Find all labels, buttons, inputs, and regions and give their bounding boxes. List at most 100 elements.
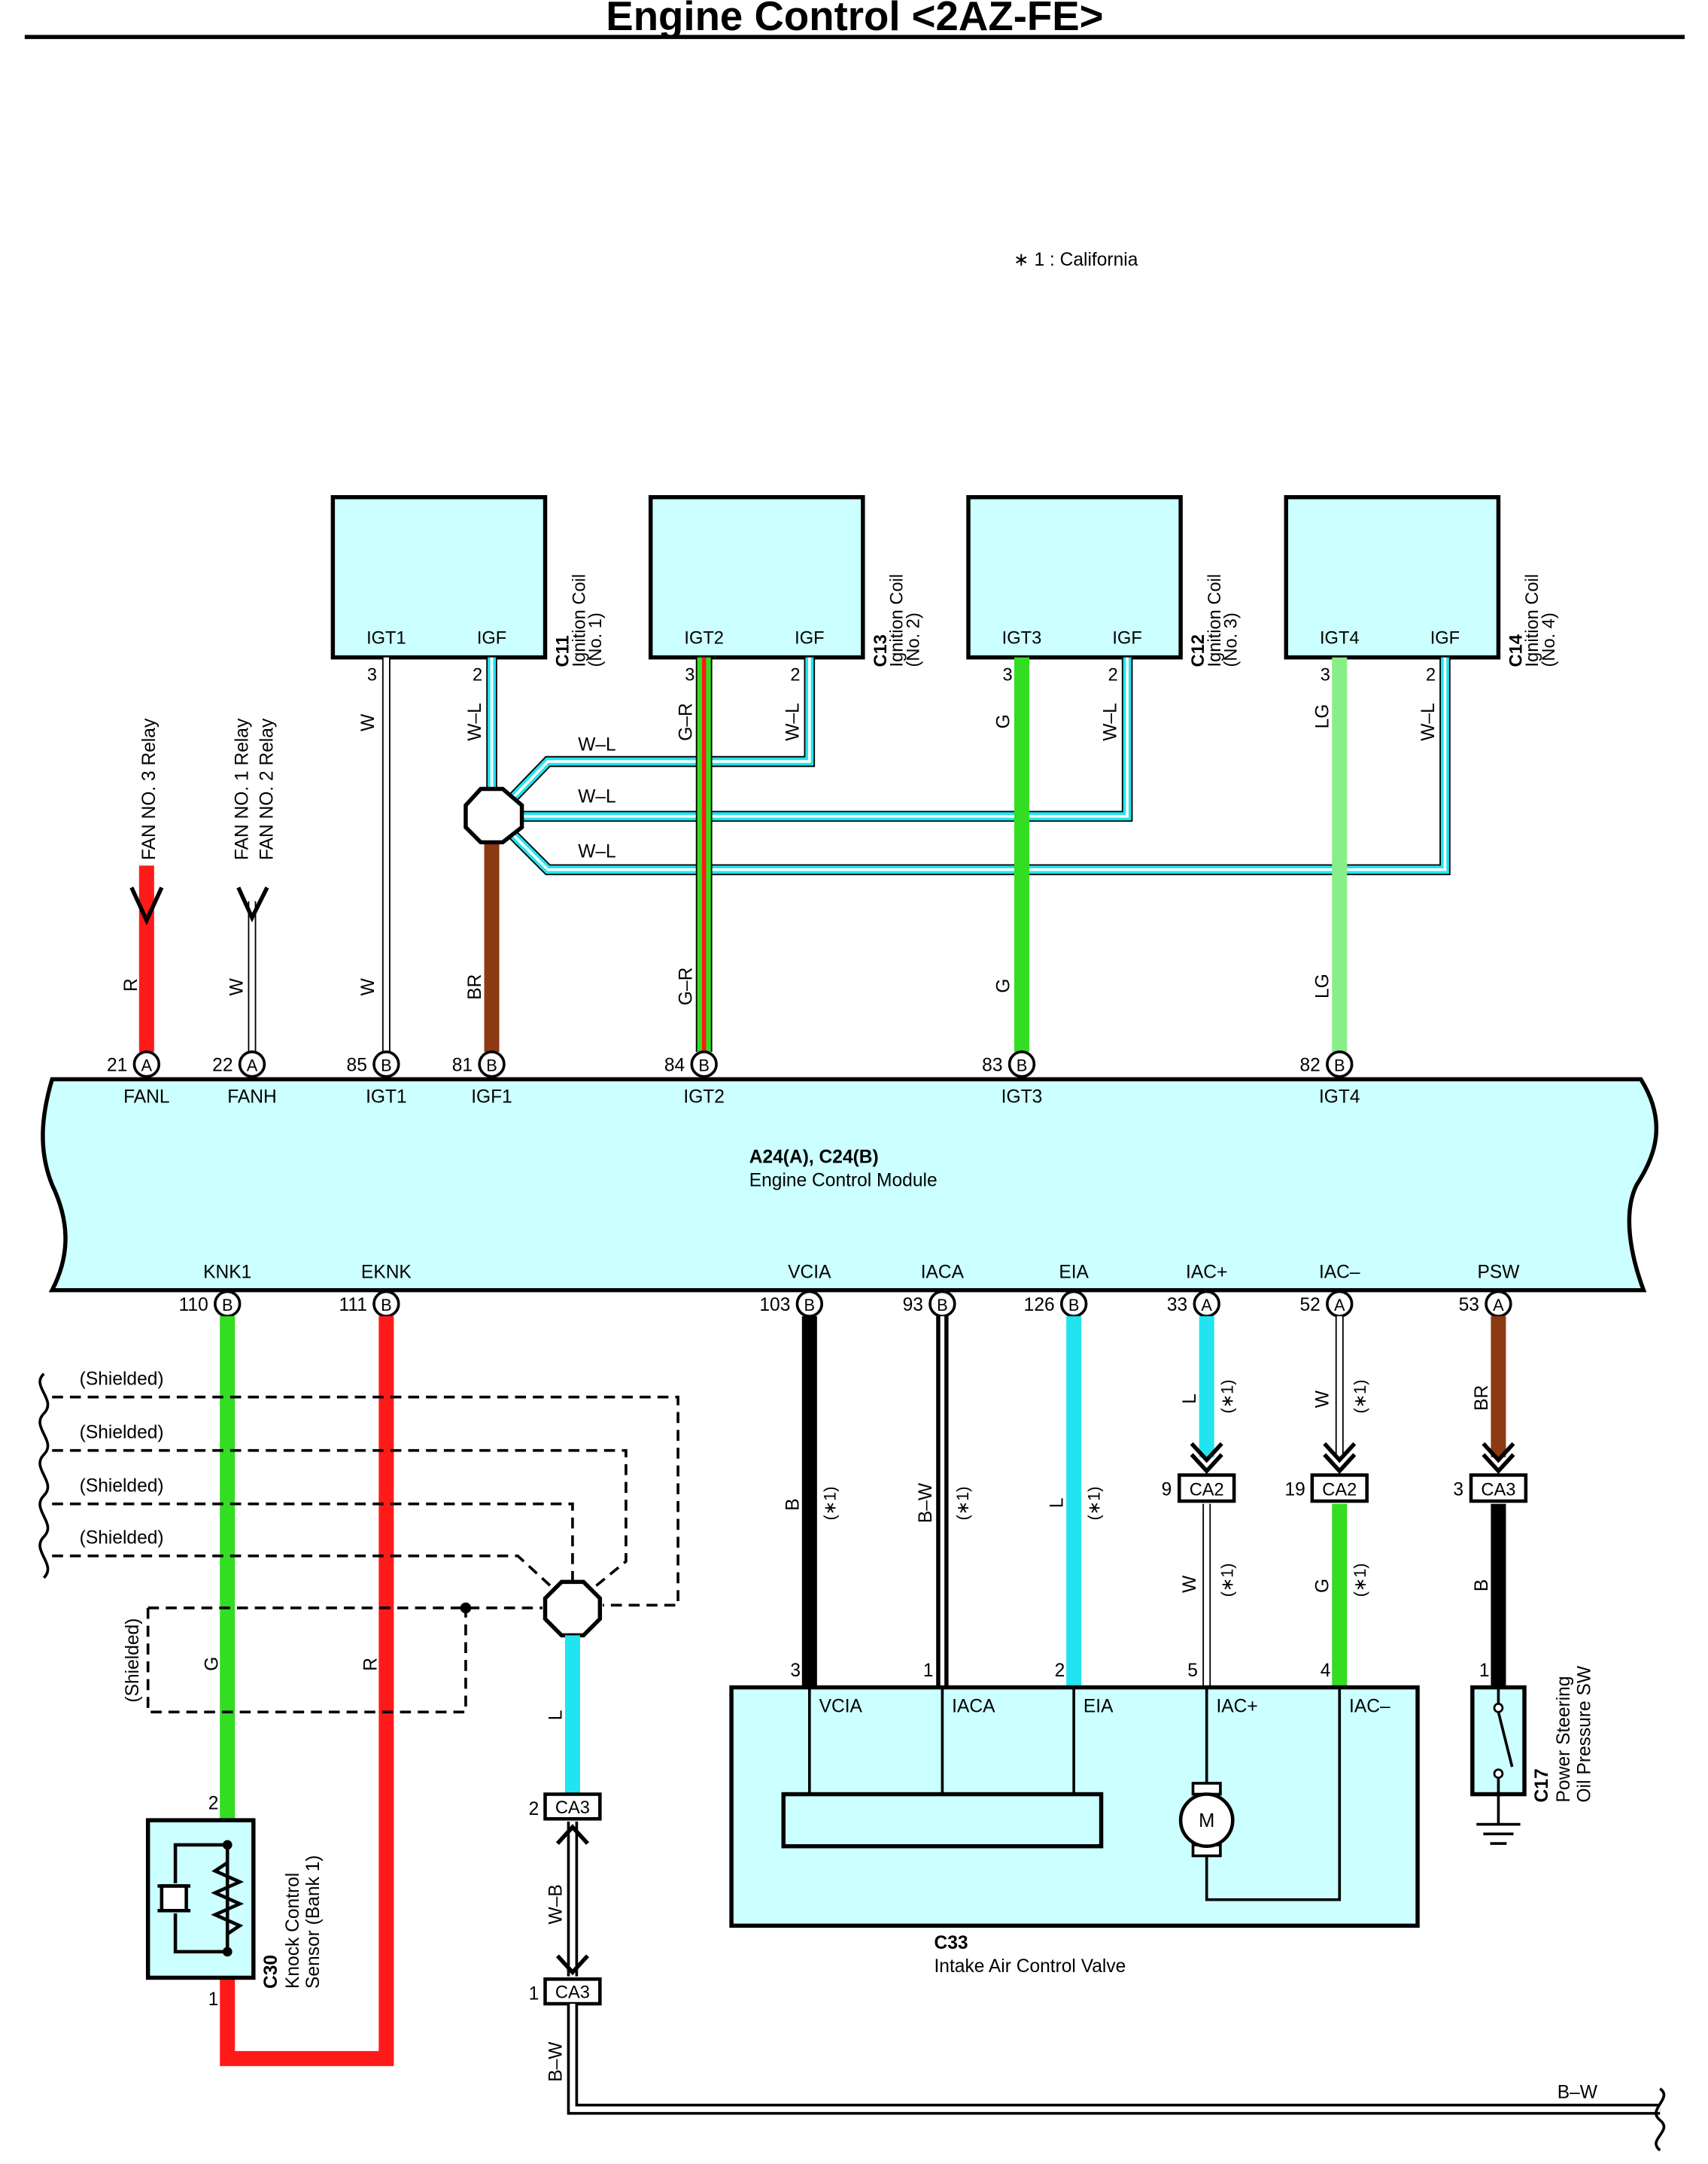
ecm-pin-igt2: B 84 IGT2 bbox=[664, 1050, 725, 1107]
wc-igt1-bottom: W bbox=[358, 977, 378, 995]
ecm-id: A24(A), C24(B) bbox=[749, 1147, 879, 1167]
coil1-pin3: 3 bbox=[367, 666, 377, 685]
ecm-pin-iac-plus: IAC+ A 33 bbox=[1167, 1262, 1227, 1318]
wc-igt1-top: W bbox=[358, 713, 378, 731]
coil1-pin-igt: IGT1 bbox=[366, 629, 406, 649]
coil1-pin2: 2 bbox=[473, 666, 482, 685]
coil1-name: Ignition Coil bbox=[570, 574, 589, 667]
wc-igt4-top: LG bbox=[1313, 704, 1333, 729]
ps-switch-pin-1: 1 bbox=[1479, 1661, 1490, 1681]
svg-text:B: B bbox=[486, 1056, 497, 1074]
iacv-num-1: 1 bbox=[923, 1661, 934, 1681]
shield-label-2: (Shielded) bbox=[80, 1422, 164, 1442]
knock-pin-2: 2 bbox=[208, 1794, 219, 1814]
svg-text:A: A bbox=[1201, 1296, 1212, 1315]
wc-wl-1: W–L bbox=[578, 734, 616, 755]
svg-text:IGT2: IGT2 bbox=[683, 1087, 725, 1107]
wc-bw-right: B–W bbox=[1558, 2083, 1598, 2103]
connector-ca2-9: CA2 9 bbox=[1162, 1473, 1236, 1503]
svg-text:IGT4: IGT4 bbox=[1319, 1087, 1360, 1107]
svg-text:B: B bbox=[1017, 1056, 1028, 1074]
ecm-bottom-pins: KNK1 B 110 EKNK B 111 VCIA B 103 IACA B … bbox=[179, 1262, 1520, 1318]
wire-bw-ground bbox=[567, 2004, 1666, 2152]
shield-junction-dot bbox=[460, 1602, 472, 1614]
svg-text:EKNK: EKNK bbox=[361, 1262, 412, 1282]
shield-label-3: (Shielded) bbox=[80, 1476, 164, 1496]
intake-air-control-valve: M VCIA IACA EIA IAC+ IAC– 3 1 2 5 4 C33 … bbox=[729, 1661, 1420, 1977]
svg-text:33: 33 bbox=[1167, 1295, 1187, 1315]
svg-text:126: 126 bbox=[1024, 1295, 1055, 1315]
coil3-pin-igf: IGF bbox=[1112, 629, 1141, 649]
coil-pin-numbers: 3 2 3 2 3 2 3 2 bbox=[367, 666, 1436, 685]
coil4-id: C14 bbox=[1506, 634, 1526, 667]
svg-text:B: B bbox=[381, 1296, 392, 1315]
coil2-pin-igt: IGT2 bbox=[684, 629, 724, 649]
wc-iac-plus-bottom: W bbox=[1180, 1575, 1200, 1593]
wc-bw-left: B–W bbox=[546, 2041, 566, 2082]
svg-text:21: 21 bbox=[107, 1055, 127, 1075]
svg-text:22: 22 bbox=[212, 1055, 232, 1075]
svg-text:CA3: CA3 bbox=[555, 1983, 590, 2003]
connector-arrows bbox=[1190, 1442, 1515, 1474]
svg-text:VCIA: VCIA bbox=[788, 1262, 831, 1282]
iacv-num-2: 2 bbox=[1055, 1661, 1065, 1681]
wc-iaca: B–W bbox=[916, 1482, 936, 1523]
coil2-name: Ignition Coil bbox=[888, 574, 907, 667]
svg-text:93: 93 bbox=[903, 1295, 923, 1315]
wc-fanl: R bbox=[121, 978, 141, 992]
coil2-number: (No. 2) bbox=[904, 612, 923, 667]
splice-junction-lower bbox=[542, 1579, 603, 1638]
ecm-pin-iaca: IACA B 93 bbox=[903, 1262, 965, 1318]
coil4-pin2: 2 bbox=[1426, 666, 1436, 685]
power-steering-switch: 1 C17 Power Steering Oil Pressure SW bbox=[1470, 1661, 1594, 1845]
wc-vcia-star: (∗1) bbox=[820, 1487, 839, 1521]
iacv-pin-eia: EIA bbox=[1083, 1696, 1114, 1716]
ignition-coil-4: IGT4 IGF C14 Ignition Coil (No. 4) bbox=[1284, 495, 1559, 667]
iacv-pin-vcia: VCIA bbox=[819, 1696, 863, 1716]
wc-psw-top: BR bbox=[1472, 1385, 1492, 1411]
svg-text:84: 84 bbox=[664, 1055, 685, 1075]
ps-switch-line2: Oil Pressure SW bbox=[1574, 1665, 1594, 1802]
wc-iac-plus-bottom-star: (∗1) bbox=[1217, 1563, 1236, 1597]
svg-text:B: B bbox=[804, 1296, 816, 1315]
coil2-pin2: 2 bbox=[790, 666, 800, 685]
knock-sensor: 2 1 C30 Knock Control Sensor (Bank 1) bbox=[145, 1794, 324, 2010]
coil2-id: C13 bbox=[871, 634, 891, 667]
iacv-name: Intake Air Control Valve bbox=[934, 1956, 1126, 1977]
svg-text:B: B bbox=[698, 1056, 710, 1074]
wc-igt3-top: G bbox=[994, 714, 1014, 728]
ecm-top-pins: A 21 FANL A 22 FANH B 85 IGT1 B 81 IGF1 … bbox=[107, 1050, 1360, 1107]
relay-fan3: FAN NO. 3 Relay bbox=[139, 718, 160, 860]
svg-text:EIA: EIA bbox=[1059, 1262, 1089, 1282]
wc-iac-plus-top: L bbox=[1180, 1394, 1200, 1404]
svg-text:IGT3: IGT3 bbox=[1001, 1087, 1043, 1107]
ps-switch-id: C17 bbox=[1532, 1768, 1552, 1802]
ignition-coil-3: IGT3 IGF C12 Ignition Coil (No. 3) bbox=[966, 495, 1241, 667]
svg-text:B: B bbox=[222, 1296, 233, 1315]
svg-text:FANH: FANH bbox=[227, 1087, 277, 1107]
ecm-pin-iac-minus: IAC– A 52 bbox=[1299, 1262, 1360, 1318]
svg-text:53: 53 bbox=[1459, 1295, 1479, 1315]
svg-text:CA2: CA2 bbox=[1190, 1481, 1224, 1500]
connector-ca2-19: CA2 19 bbox=[1284, 1473, 1369, 1503]
wc-wl-2: W–L bbox=[578, 787, 616, 807]
wc-igf-coil2: W–L bbox=[783, 703, 803, 741]
svg-text:19: 19 bbox=[1284, 1480, 1305, 1500]
ecm-pin-igt1: B 85 IGT1 bbox=[347, 1050, 407, 1107]
wc-igt2-bottom: G–R bbox=[676, 968, 696, 1006]
svg-text:1: 1 bbox=[529, 1984, 539, 2004]
svg-text:A: A bbox=[141, 1056, 153, 1074]
wc-iac-minus-bottom: G bbox=[1313, 1579, 1333, 1593]
wc-fanh: W bbox=[226, 977, 247, 995]
wc-l-shield: L bbox=[546, 1710, 566, 1721]
ecm-pin-fanl: A 21 FANL bbox=[107, 1050, 170, 1107]
svg-text:FANL: FANL bbox=[123, 1087, 169, 1107]
wc-iac-minus-top: W bbox=[1313, 1390, 1333, 1408]
wire-wb bbox=[555, 1821, 589, 1977]
ignition-coil-2: IGT2 IGF C13 Ignition Coil (No. 2) bbox=[648, 495, 923, 667]
svg-text:IACA: IACA bbox=[921, 1262, 965, 1282]
coil4-pin-igt: IGT4 bbox=[1320, 629, 1360, 649]
ecm-pin-vcia: VCIA B 103 bbox=[759, 1262, 831, 1318]
svg-text:IGF1: IGF1 bbox=[471, 1087, 512, 1107]
